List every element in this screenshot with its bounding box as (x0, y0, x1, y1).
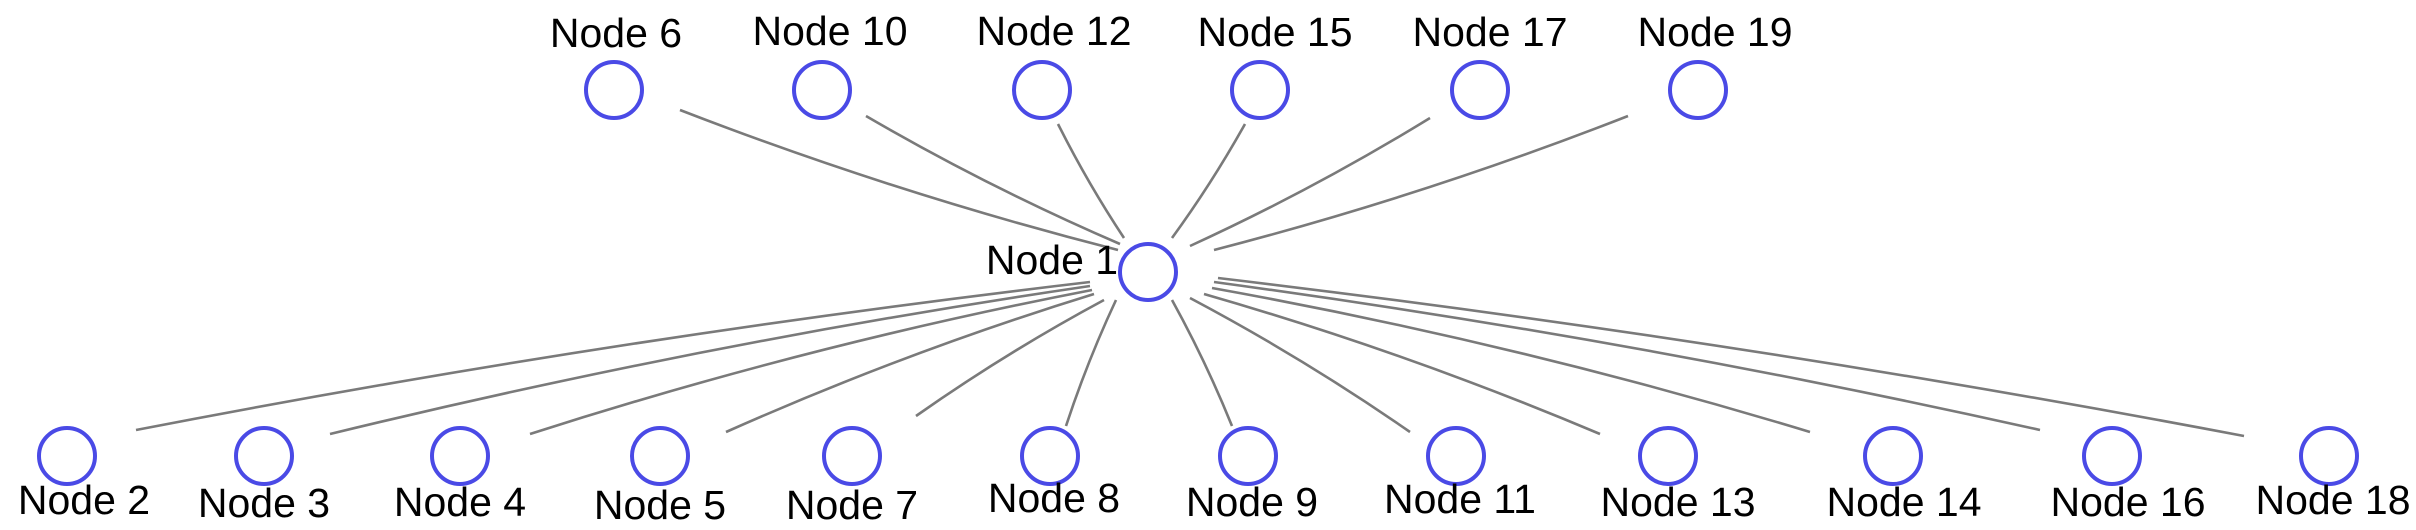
node-label-node-18: Node 18 (2255, 477, 2410, 523)
node-node-16[interactable]: Node 16 (2050, 426, 2206, 525)
node-label-node-12: Node 12 (976, 8, 1131, 54)
node-node-15[interactable]: Node 15 (1197, 9, 1353, 120)
node-label-node-14: Node 14 (1826, 479, 1981, 525)
node-label-node-2: Node 2 (18, 477, 150, 523)
node-label-node-10: Node 10 (752, 8, 907, 54)
node-circle-node-12[interactable] (1012, 60, 1072, 120)
edge-node-1-to-node-15 (1170, 123, 1247, 239)
edge-node-1-to-node-19 (1213, 114, 1629, 252)
node-circle-node-6[interactable] (584, 60, 644, 120)
edge-node-1-to-node-6 (679, 108, 1119, 252)
edge-node-1-to-node-13 (1203, 292, 1601, 436)
edge-node-1-to-node-8 (1064, 299, 1118, 427)
node-node-13[interactable]: Node 13 (1600, 426, 1756, 525)
node-circle-node-18[interactable] (2299, 426, 2359, 486)
node-circle-node-9[interactable] (1218, 426, 1278, 486)
node-label-node-5: Node 5 (594, 482, 726, 528)
node-node-5[interactable]: Node 5 (594, 426, 726, 528)
node-label-node-13: Node 13 (1600, 479, 1755, 525)
node-node-14[interactable]: Node 14 (1826, 426, 1982, 525)
edge-node-1-to-node-4 (529, 288, 1093, 436)
node-circle-node-13[interactable] (1638, 426, 1698, 486)
node-label-node-9: Node 9 (1186, 479, 1318, 525)
node-node-4[interactable]: Node 4 (394, 426, 526, 525)
node-node-9[interactable]: Node 9 (1186, 426, 1318, 525)
node-circle-node-19[interactable] (1668, 60, 1728, 120)
node-node-17[interactable]: Node 17 (1412, 9, 1568, 120)
edges-layer (135, 108, 2245, 438)
nodes-layer: Node 1 Node 2 Node 3 Node 4 Node 5 Node 6 Node… (18, 8, 2411, 528)
node-label-node-15: Node 15 (1197, 9, 1352, 55)
node-node-12[interactable]: Node 12 (976, 8, 1132, 120)
edge-node-1-to-node-18 (1217, 276, 2245, 438)
node-label-node-1: Node 1 (986, 237, 1118, 283)
node-label-node-4: Node 4 (394, 479, 526, 525)
node-label-node-11: Node 11 (1384, 476, 1536, 522)
edge-node-1-to-node-12 (1056, 123, 1126, 239)
node-label-node-16: Node 16 (2050, 479, 2205, 525)
node-circle-node-16[interactable] (2082, 426, 2142, 486)
node-circle-node-5[interactable] (630, 426, 690, 486)
node-node-3[interactable]: Node 3 (198, 426, 330, 526)
edge-node-1-to-node-16 (1213, 280, 2041, 432)
node-circle-node-3[interactable] (234, 426, 294, 486)
edge-node-1-to-node-7 (915, 298, 1105, 418)
node-label-node-7: Node 7 (786, 482, 918, 528)
node-node-6[interactable]: Node 6 (550, 10, 682, 120)
node-node-7[interactable]: Node 7 (786, 426, 918, 528)
node-circle-node-7[interactable] (822, 426, 882, 486)
edge-node-1-to-node-2 (135, 280, 1091, 432)
node-circle-node-14[interactable] (1863, 426, 1923, 486)
node-label-node-8: Node 8 (988, 475, 1120, 521)
node-node-18[interactable]: Node 18 (2255, 426, 2411, 523)
edge-node-1-to-node-5 (725, 292, 1095, 434)
node-node-1[interactable]: Node 1 (986, 237, 1178, 302)
node-node-8[interactable]: Node 8 (988, 426, 1120, 521)
node-node-2[interactable]: Node 2 (18, 426, 150, 523)
node-node-19[interactable]: Node 19 (1637, 9, 1793, 120)
edge-node-1-to-node-3 (329, 284, 1091, 436)
node-circle-node-1[interactable] (1118, 242, 1178, 302)
node-node-11[interactable]: Node 11 (1384, 426, 1536, 522)
node-circle-node-17[interactable] (1450, 60, 1510, 120)
node-circle-node-11[interactable] (1426, 426, 1486, 486)
edge-node-1-to-node-11 (1189, 296, 1411, 434)
node-label-node-17: Node 17 (1412, 9, 1567, 55)
node-label-node-6: Node 6 (550, 10, 682, 56)
node-label-node-19: Node 19 (1637, 9, 1792, 55)
node-node-10[interactable]: Node 10 (752, 8, 908, 120)
node-circle-node-8[interactable] (1020, 426, 1080, 486)
node-circle-node-15[interactable] (1230, 60, 1290, 120)
edge-node-1-to-node-10 (865, 114, 1121, 246)
edge-node-1-to-node-9 (1170, 299, 1234, 427)
edge-node-1-to-node-14 (1211, 286, 1811, 434)
node-circle-node-4[interactable] (430, 426, 490, 486)
node-circle-node-10[interactable] (792, 60, 852, 120)
edge-node-1-to-node-17 (1189, 116, 1431, 248)
node-label-node-3: Node 3 (198, 480, 330, 526)
node-circle-node-2[interactable] (37, 426, 97, 486)
